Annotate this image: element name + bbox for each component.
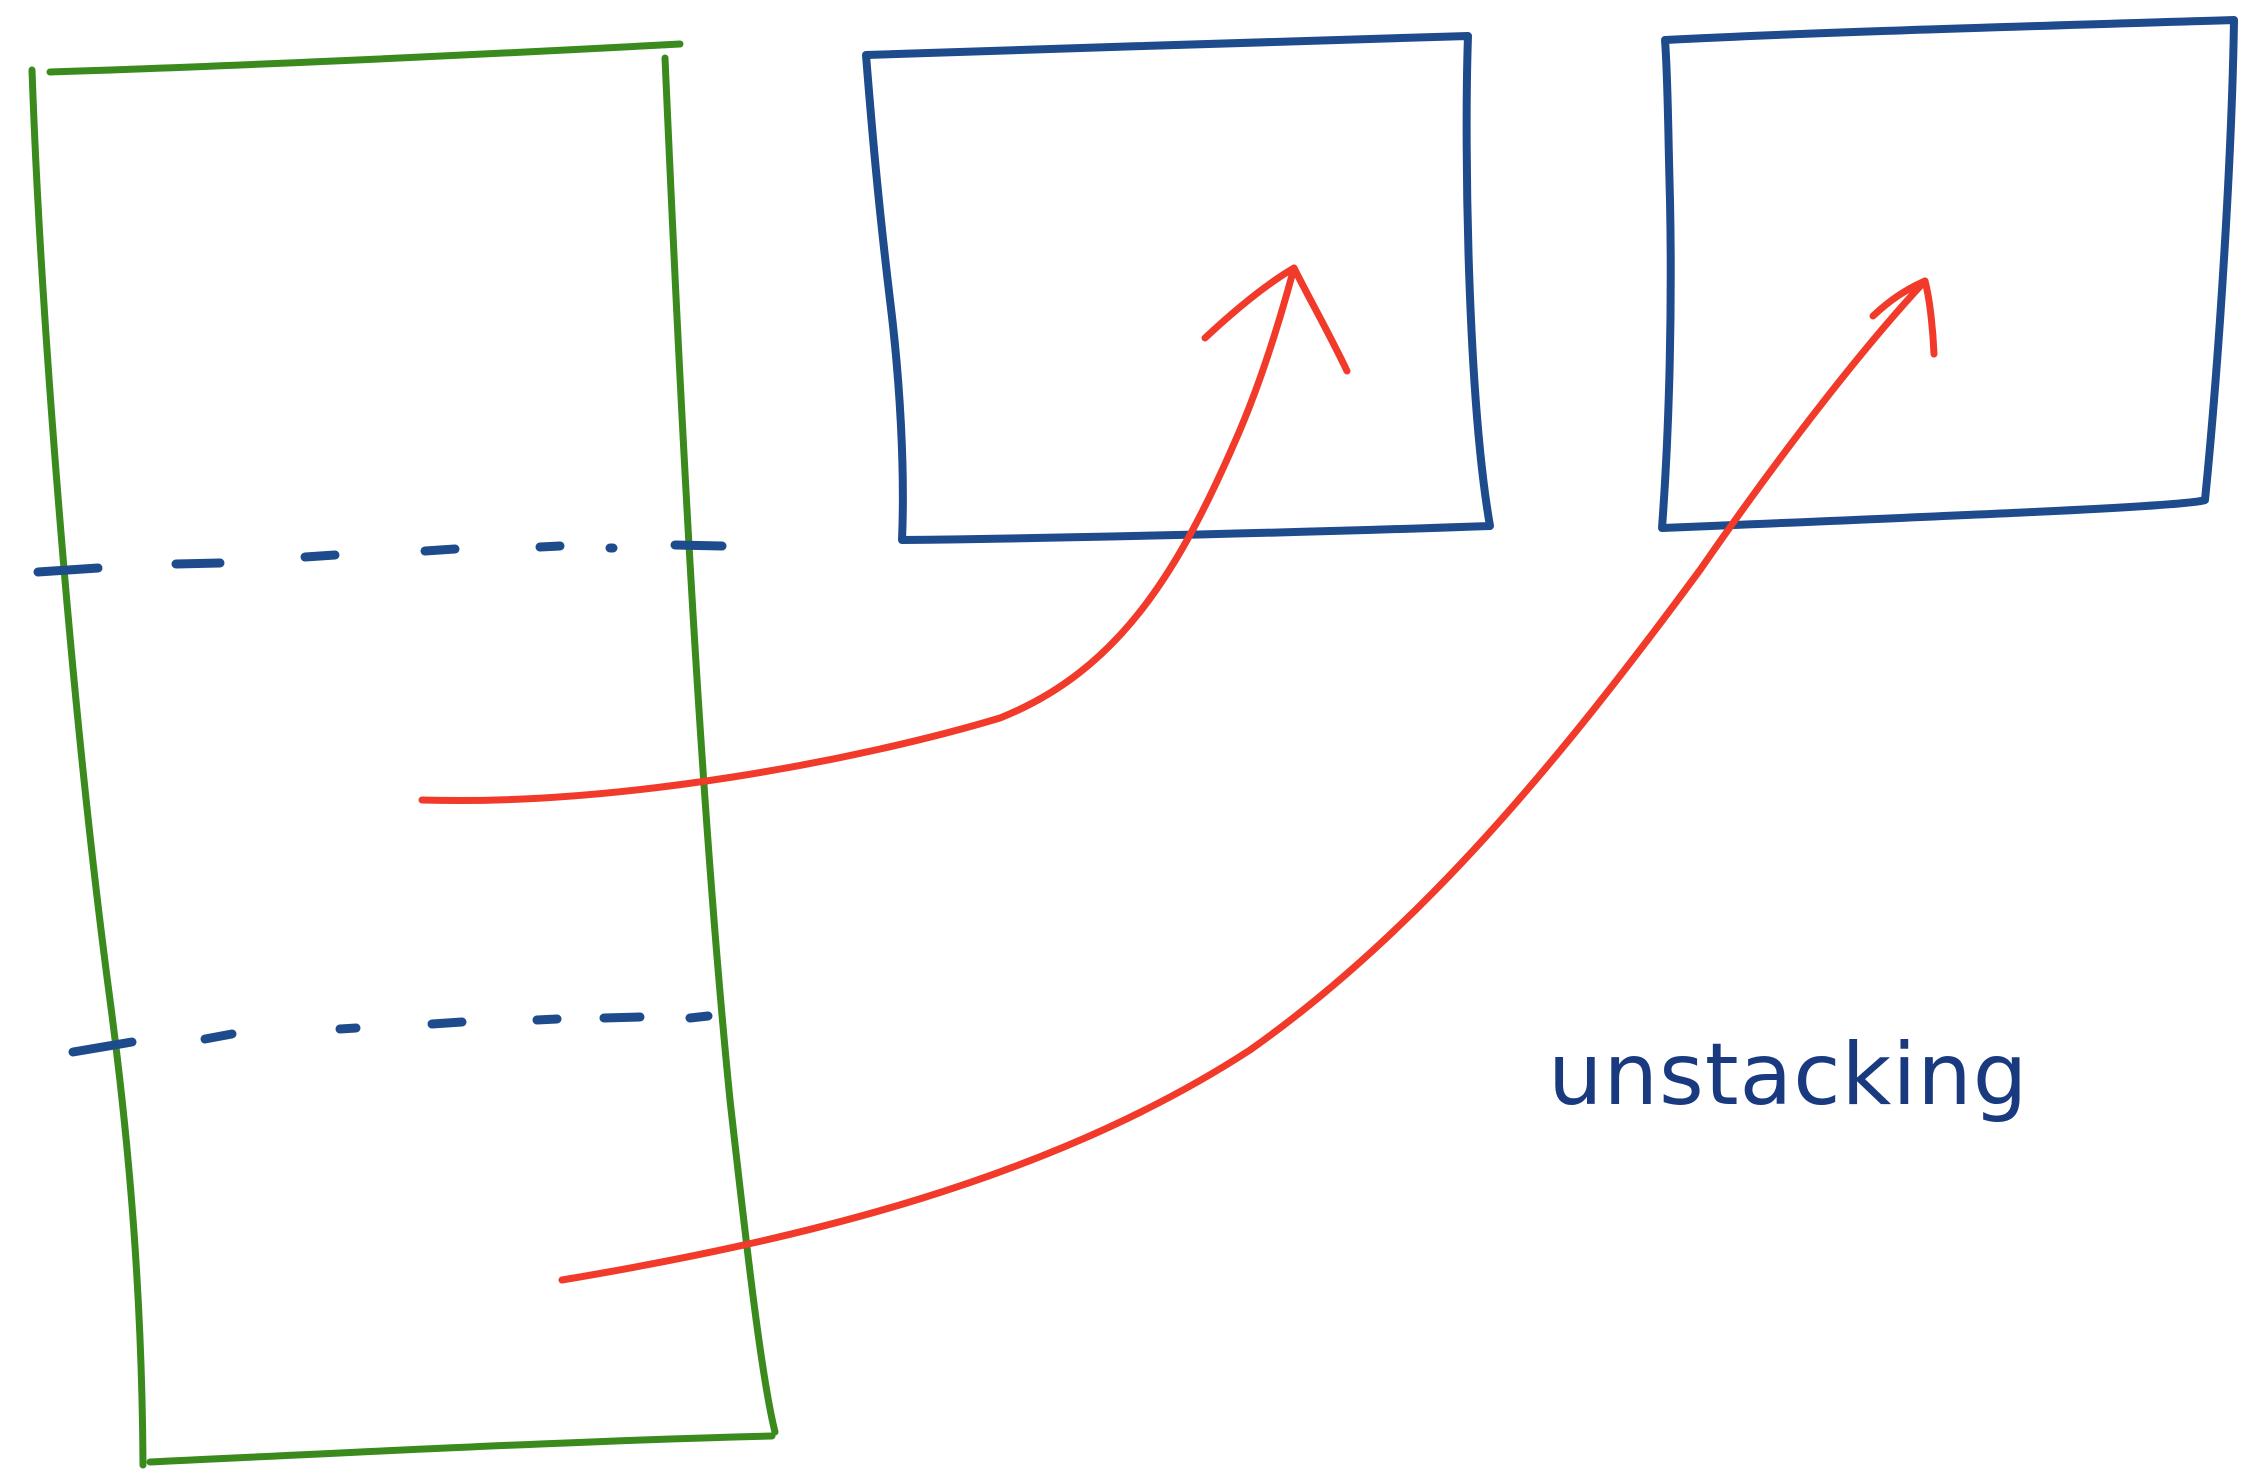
stack-divider-lower [68, 1011, 713, 1057]
arrow-to-box-2 [558, 277, 1938, 1284]
stack-top-edge [46, 40, 684, 76]
stack-left-edge [28, 66, 147, 1469]
box-2 [1658, 16, 2238, 532]
arrow-2-head [1869, 277, 1938, 358]
arrow-to-box-1 [418, 264, 1351, 804]
stack-rectangle [28, 40, 779, 1469]
stack-divider-upper [33, 540, 727, 577]
stack-bottom-edge [146, 1432, 776, 1466]
arrow-2-shaft [558, 277, 1929, 1284]
arrow-1-head [1201, 264, 1351, 375]
caption-label: unstacking [1548, 1025, 2029, 1125]
arrow-1-shaft [418, 264, 1298, 804]
stack-right-edge [661, 54, 779, 1436]
box-1 [862, 32, 1494, 544]
